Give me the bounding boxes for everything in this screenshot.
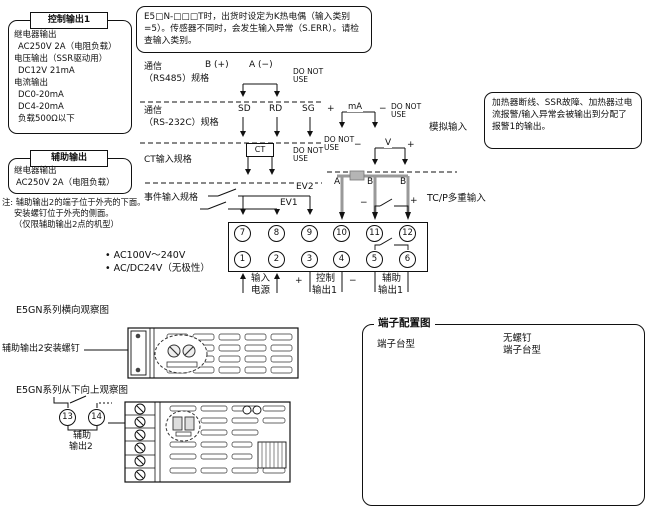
spec-line: 电压输出（SSR驱动用） [14, 54, 108, 64]
do-not-use-label: DO NOT USE [324, 135, 355, 152]
rs232c-label: 通信 [144, 106, 163, 116]
aux2-terminals-icon [172, 416, 195, 437]
aux2-mounting-screws-icon [166, 344, 198, 368]
spec-line: DC0-20mA [18, 90, 64, 100]
ma-minus-sign: − [379, 104, 387, 114]
spec-line: DC12V 21mA [18, 66, 75, 76]
rs232c-label2: （RS-232C）规格 [144, 118, 219, 128]
tcp-input-label: TC/P多重输入 [427, 193, 486, 204]
rs232c-wires [240, 117, 313, 137]
tc-plus-sign: + [410, 196, 418, 206]
ct-wires [245, 156, 275, 175]
tc-minus-sign: − [360, 198, 368, 208]
terminal-3: 3 [301, 251, 318, 268]
bottom-view-title: E5GN系列从下向上观察图 [16, 385, 129, 396]
note-line: 注: 辅助输出2的端子位于外壳的下面。 [2, 197, 146, 207]
ma-label: mA [347, 102, 364, 112]
ctrl-minus-sign: − [349, 276, 357, 286]
rs485-a-label: A (−) [249, 60, 273, 70]
terminal-4: 4 [333, 251, 350, 268]
rd-label: RD [269, 104, 283, 114]
rs485-wires [240, 83, 280, 97]
terminal-block [228, 222, 428, 272]
aux2-screw-label: 辅助输出2安装螺钉 [2, 344, 80, 354]
terminal-5: 5 [366, 251, 383, 268]
terminal-9: 9 [301, 225, 318, 242]
screw-type-label: 端子台型 [377, 339, 416, 350]
terminal-2: 2 [268, 251, 285, 268]
do-not-use-label: DO NOT USE [293, 146, 324, 163]
terminal-8: 8 [268, 225, 285, 242]
power-label: 输入 [251, 273, 271, 284]
control-output1-label: 输出1 [312, 285, 338, 296]
ct-box: CT [246, 143, 274, 157]
event-input-label: 事件输入规格 [144, 193, 199, 203]
spec-line: 继电器输出 [14, 166, 57, 176]
aux-output1-label: 辅助 [382, 273, 402, 284]
side-view-title: E5GN系列横向观察图 [16, 305, 110, 316]
ct-input-label: CT输入规格 [144, 155, 192, 165]
screwless-type-label: 无螺钉 [503, 333, 532, 344]
note-line: 安装螺钉位于外壳的侧面。 [14, 208, 114, 218]
control-output1-title: 控制输出1 [30, 12, 108, 29]
sd-label: SD [238, 104, 251, 114]
spec-line: AC250V 2A（电阻负载） [18, 42, 117, 52]
terminal-10: 10 [333, 225, 350, 242]
note-line: （仅限辅助输出2点的机型） [14, 219, 119, 229]
screwless-type-label: 端子台型 [503, 345, 542, 356]
terminal-1: 1 [234, 251, 251, 268]
terminal-config-title: 端子配置图 [374, 317, 435, 329]
do-not-use-label: DO NOT USE [293, 67, 324, 84]
rs485-b-label: B (+) [205, 60, 229, 70]
thermocouple-wires [374, 198, 409, 217]
terminal-7: 7 [234, 225, 251, 242]
terminal-13: 13 [59, 409, 76, 426]
power-spec: • AC/DC24V（无极性） [105, 263, 210, 274]
side-view-drawing [84, 327, 299, 379]
control-output1-box [8, 20, 132, 134]
ev1-label: EV1 [279, 198, 299, 208]
aux-output2-label: 输出2 [69, 442, 93, 452]
terminal-14: 14 [88, 409, 105, 426]
control-output1-label: 控制 [316, 273, 336, 284]
ctrl-plus-sign: + [295, 276, 303, 286]
spec-line: AC250V 2A（电阻负载） [16, 178, 115, 188]
aux-output1-label: 输出1 [378, 285, 404, 296]
terminal-config-panel [362, 324, 645, 506]
current-input-wires [339, 111, 378, 128]
spec-line: 继电器输出 [14, 30, 57, 40]
rs485-label2: （RS485）规格 [144, 74, 210, 84]
v-minus-sign: − [354, 140, 362, 150]
v-plus-sign: + [407, 140, 415, 150]
sensor-note-box: E5□N-□□□T时，出货时设定为K热电偶（输入类别=5）。传感器不同时，会发生… [136, 6, 372, 53]
sg-label: SG [302, 104, 315, 114]
power-spec: • AC100V～240V [105, 250, 186, 261]
v-label: V [384, 138, 393, 148]
ev2-label: EV2 [295, 182, 315, 192]
ma-plus-sign: + [327, 104, 335, 114]
spec-line: DC4-20mA [18, 102, 64, 112]
spec-line: 负载500Ω以下 [18, 114, 75, 124]
do-not-use-label: DO NOT USE [391, 102, 422, 119]
analog-input-label: 模拟输入 [429, 122, 468, 133]
alarm-note-box: 加热器断线、SSR故障、加热器过电流报警/输入异常会被输出到分配了报警1的输出。 [484, 92, 642, 149]
pt-b-label: B [400, 177, 407, 187]
power-label: 电源 [251, 285, 271, 296]
terminal-6: 6 [399, 251, 416, 268]
terminal-11: 11 [366, 225, 383, 242]
spec-line: 电流输出 [14, 78, 49, 88]
rs485-label: 通信 [144, 62, 163, 72]
aux-output2-label: 辅助 [73, 431, 92, 441]
aux-output-title: 辅助输出 [30, 150, 108, 167]
pt-a-label: A [334, 177, 341, 187]
pt-b-label: B [367, 177, 374, 187]
voltage-input-wires [372, 147, 408, 165]
terminal-12: 12 [399, 225, 416, 242]
